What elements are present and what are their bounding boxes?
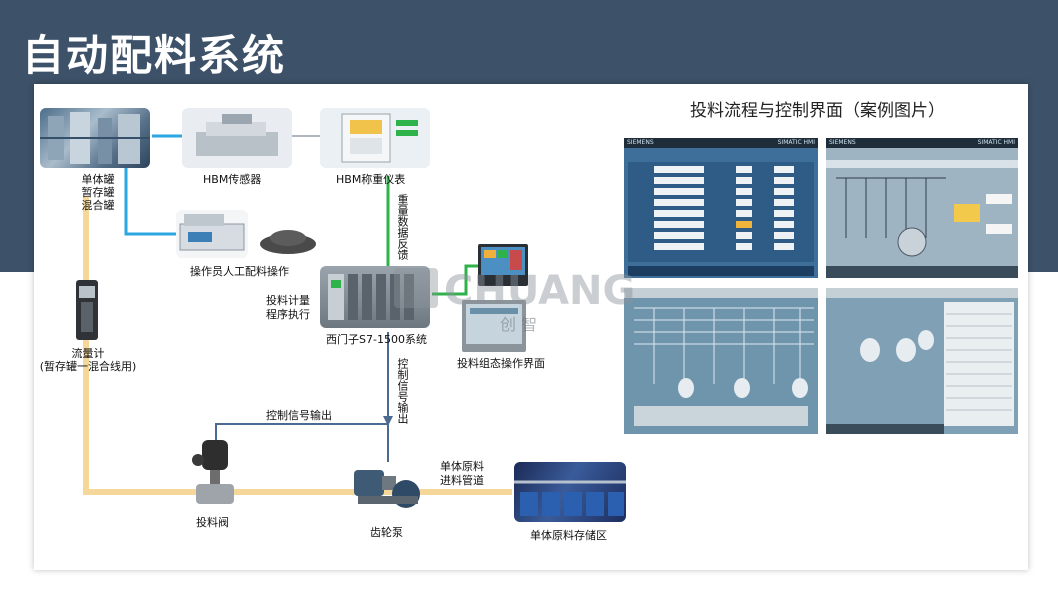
storage-photo <box>514 462 626 522</box>
hmi-screenshot-4 <box>826 288 1018 434</box>
watermark-sub: 创 智 <box>500 315 537 334</box>
hbm-indicator-photo <box>320 108 430 168</box>
plc-label: 西门子S7-1500系统 <box>326 333 427 346</box>
hbm-sensor-label: HBM传感器 <box>203 173 262 186</box>
flowmeter-label: 流量计 (暂存罐一混合线用) <box>30 347 146 373</box>
feed-valve-label: 投料阀 <box>196 516 229 529</box>
case-title: 投料流程与控制界面（案例图片） <box>690 101 945 121</box>
hbm-indicator-label: HBM称重仪表 <box>336 173 406 186</box>
tank-label: 单体罐 暂存罐 混合罐 <box>58 173 138 212</box>
page-title: 自动配料系统 <box>22 31 287 80</box>
screen-process-illustration <box>826 160 1018 278</box>
gear-pump-label: 齿轮泵 <box>370 526 403 539</box>
watermark-mark: CHUANG 创 智 <box>394 268 635 334</box>
flowmeter-label-2: (暂存罐一混合线用) <box>39 360 137 373</box>
hmi-panel-photo <box>462 300 526 352</box>
pipe-label-1: 单体原料 <box>440 460 484 473</box>
tank-label-3: 混合罐 <box>81 199 115 212</box>
hmi-screenshot-1: SIEMENS SIMATIC HMI <box>624 138 818 278</box>
plc-exec-label-1: 投料计量 <box>266 294 310 307</box>
powder-pile <box>260 230 316 254</box>
plc-photo <box>320 266 430 328</box>
tank-label-1: 单体罐 <box>81 173 115 186</box>
flowmeter-label-1: 流量计 <box>71 347 105 360</box>
flowmeter-illustration <box>79 286 95 332</box>
gear-pump-illustration <box>354 470 420 508</box>
weighing-indicator-illustration <box>341 113 418 163</box>
screen-hmi-name: SIMATIC HMI <box>777 139 815 146</box>
plc-illustration <box>328 274 414 320</box>
hmi-label: 投料组态操作界面 <box>457 357 545 370</box>
monitor-illustration <box>481 247 525 275</box>
control-signal-arrow <box>383 416 393 426</box>
feed-valve-illustration <box>192 440 234 504</box>
flowmeter-photo <box>76 280 98 340</box>
tank-label-2: 暂存罐 <box>81 186 115 199</box>
hmi-screenshot-3 <box>624 288 818 434</box>
hbm-sensor-photo <box>182 108 292 168</box>
screen-hmi-name: SIMATIC HMI <box>977 139 1015 146</box>
load-cell-illustration <box>196 114 278 156</box>
manual-op-label: 操作员人工配料操作 <box>190 265 289 278</box>
control-signal-label: 控制信号输出 <box>266 409 332 422</box>
screen-reactor-illustration <box>826 288 1018 434</box>
screen-piping-illustration <box>624 288 818 426</box>
plc-exec-label-2: 程序执行 <box>266 308 310 321</box>
scale-illustration <box>179 214 245 251</box>
watermark-text: CHUANG <box>444 268 635 314</box>
storage-label: 单体原料存储区 <box>530 529 607 542</box>
storage-drums-illustration <box>514 480 626 516</box>
hmi-screenshot-2: SIEMENS SIMATIC HMI <box>826 138 1018 278</box>
tank-photo <box>40 108 150 168</box>
scale-photo <box>176 210 248 258</box>
valve-signal-line <box>215 423 388 440</box>
control-signal-label-vertical: 控制信号输出 <box>396 358 409 424</box>
watermark-logo: CHUANG 创 智 <box>392 264 642 340</box>
screen-table-illustration <box>628 162 814 276</box>
screen-header: SIEMENS SIMATIC HMI <box>826 138 1018 148</box>
hmi-monitor-photo <box>478 244 528 286</box>
plc-hmi-line <box>432 264 478 296</box>
screen-brand: SIEMENS <box>627 139 654 146</box>
tank-illustration <box>40 112 150 164</box>
screen-header: SIEMENS SIMATIC HMI <box>624 138 818 148</box>
manual-feed-line <box>124 144 178 236</box>
weight-feedback-label: 重量数据反馈 <box>396 194 409 260</box>
pipe-label-2: 进料管道 <box>440 474 484 487</box>
screen-brand: SIEMENS <box>829 139 856 146</box>
touch-panel-illustration <box>466 304 522 344</box>
